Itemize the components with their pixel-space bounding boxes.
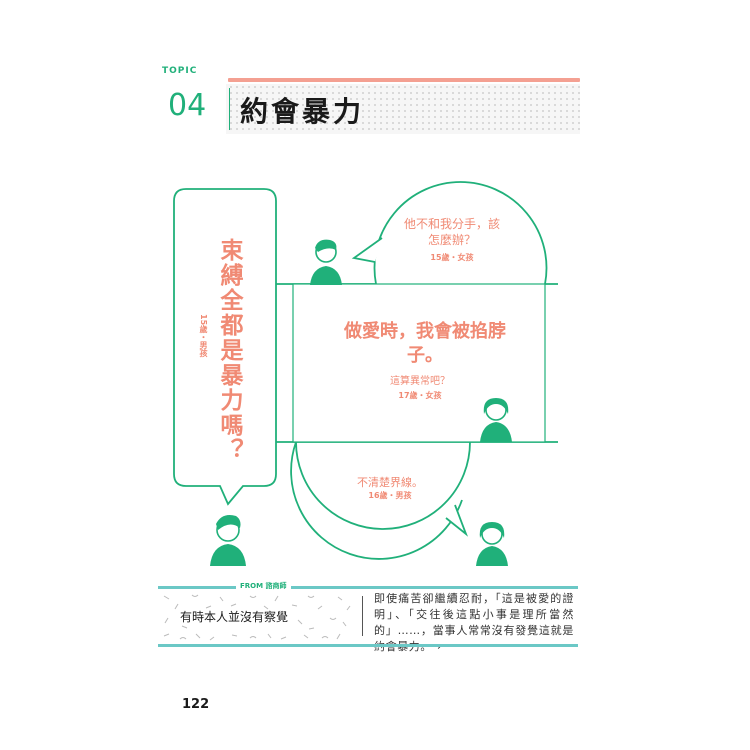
bottom-speech-bubble xyxy=(290,441,463,560)
header-rule xyxy=(228,78,580,82)
topic-label: TOPIC xyxy=(162,66,198,76)
topic-number: 04 xyxy=(168,88,207,123)
center-subquestion: 這算異常吧？ xyxy=(390,376,450,387)
center-meta: 17歲・女孩 xyxy=(398,391,442,400)
footer-box-title: 有時本人並沒有察覺 xyxy=(180,610,289,624)
bottom-bubble-tail xyxy=(445,504,469,537)
top-right-meta: 15歲・女孩 xyxy=(430,253,474,262)
header-divider xyxy=(229,88,230,130)
person-girl-bottom-icon xyxy=(476,522,508,566)
top-right-bubble-tail xyxy=(351,237,383,263)
left-question: 束縛全都是暴力嗎？ xyxy=(216,238,242,463)
footer-box-top-border xyxy=(158,586,578,589)
center-question: 做愛時，我會被掐脖子。 xyxy=(344,321,506,366)
topic-number-box xyxy=(162,84,226,134)
person-boy-top-icon xyxy=(310,239,342,285)
bottom-question: 不清楚界線。 xyxy=(357,476,423,489)
page-title: 約會暴力 xyxy=(240,95,365,128)
left-speech-bubble xyxy=(173,188,277,506)
person-girl-center-icon xyxy=(480,398,512,442)
from-label: FROM 諮商師 xyxy=(236,581,291,591)
person-boy-bottom-icon xyxy=(210,515,246,566)
header-dotted-band xyxy=(162,84,580,134)
footer-box-bottom-border xyxy=(158,644,578,647)
footer-box-body: 即使痛苦卻繼續忍耐，「這是被愛的證明」、「交往後這點小事是理所當然的」……，當事… xyxy=(374,592,574,653)
bottom-meta: 16歲・男孩 xyxy=(368,491,412,500)
confetti-pattern-icon xyxy=(163,594,351,641)
footer-pattern xyxy=(158,590,358,643)
left-meta: 15歲・男孩 xyxy=(199,314,208,358)
top-right-question: 他不和我分手，該怎麼辦？ xyxy=(403,217,500,247)
footer-box-divider xyxy=(362,596,363,636)
page-number: 122 xyxy=(182,697,210,712)
